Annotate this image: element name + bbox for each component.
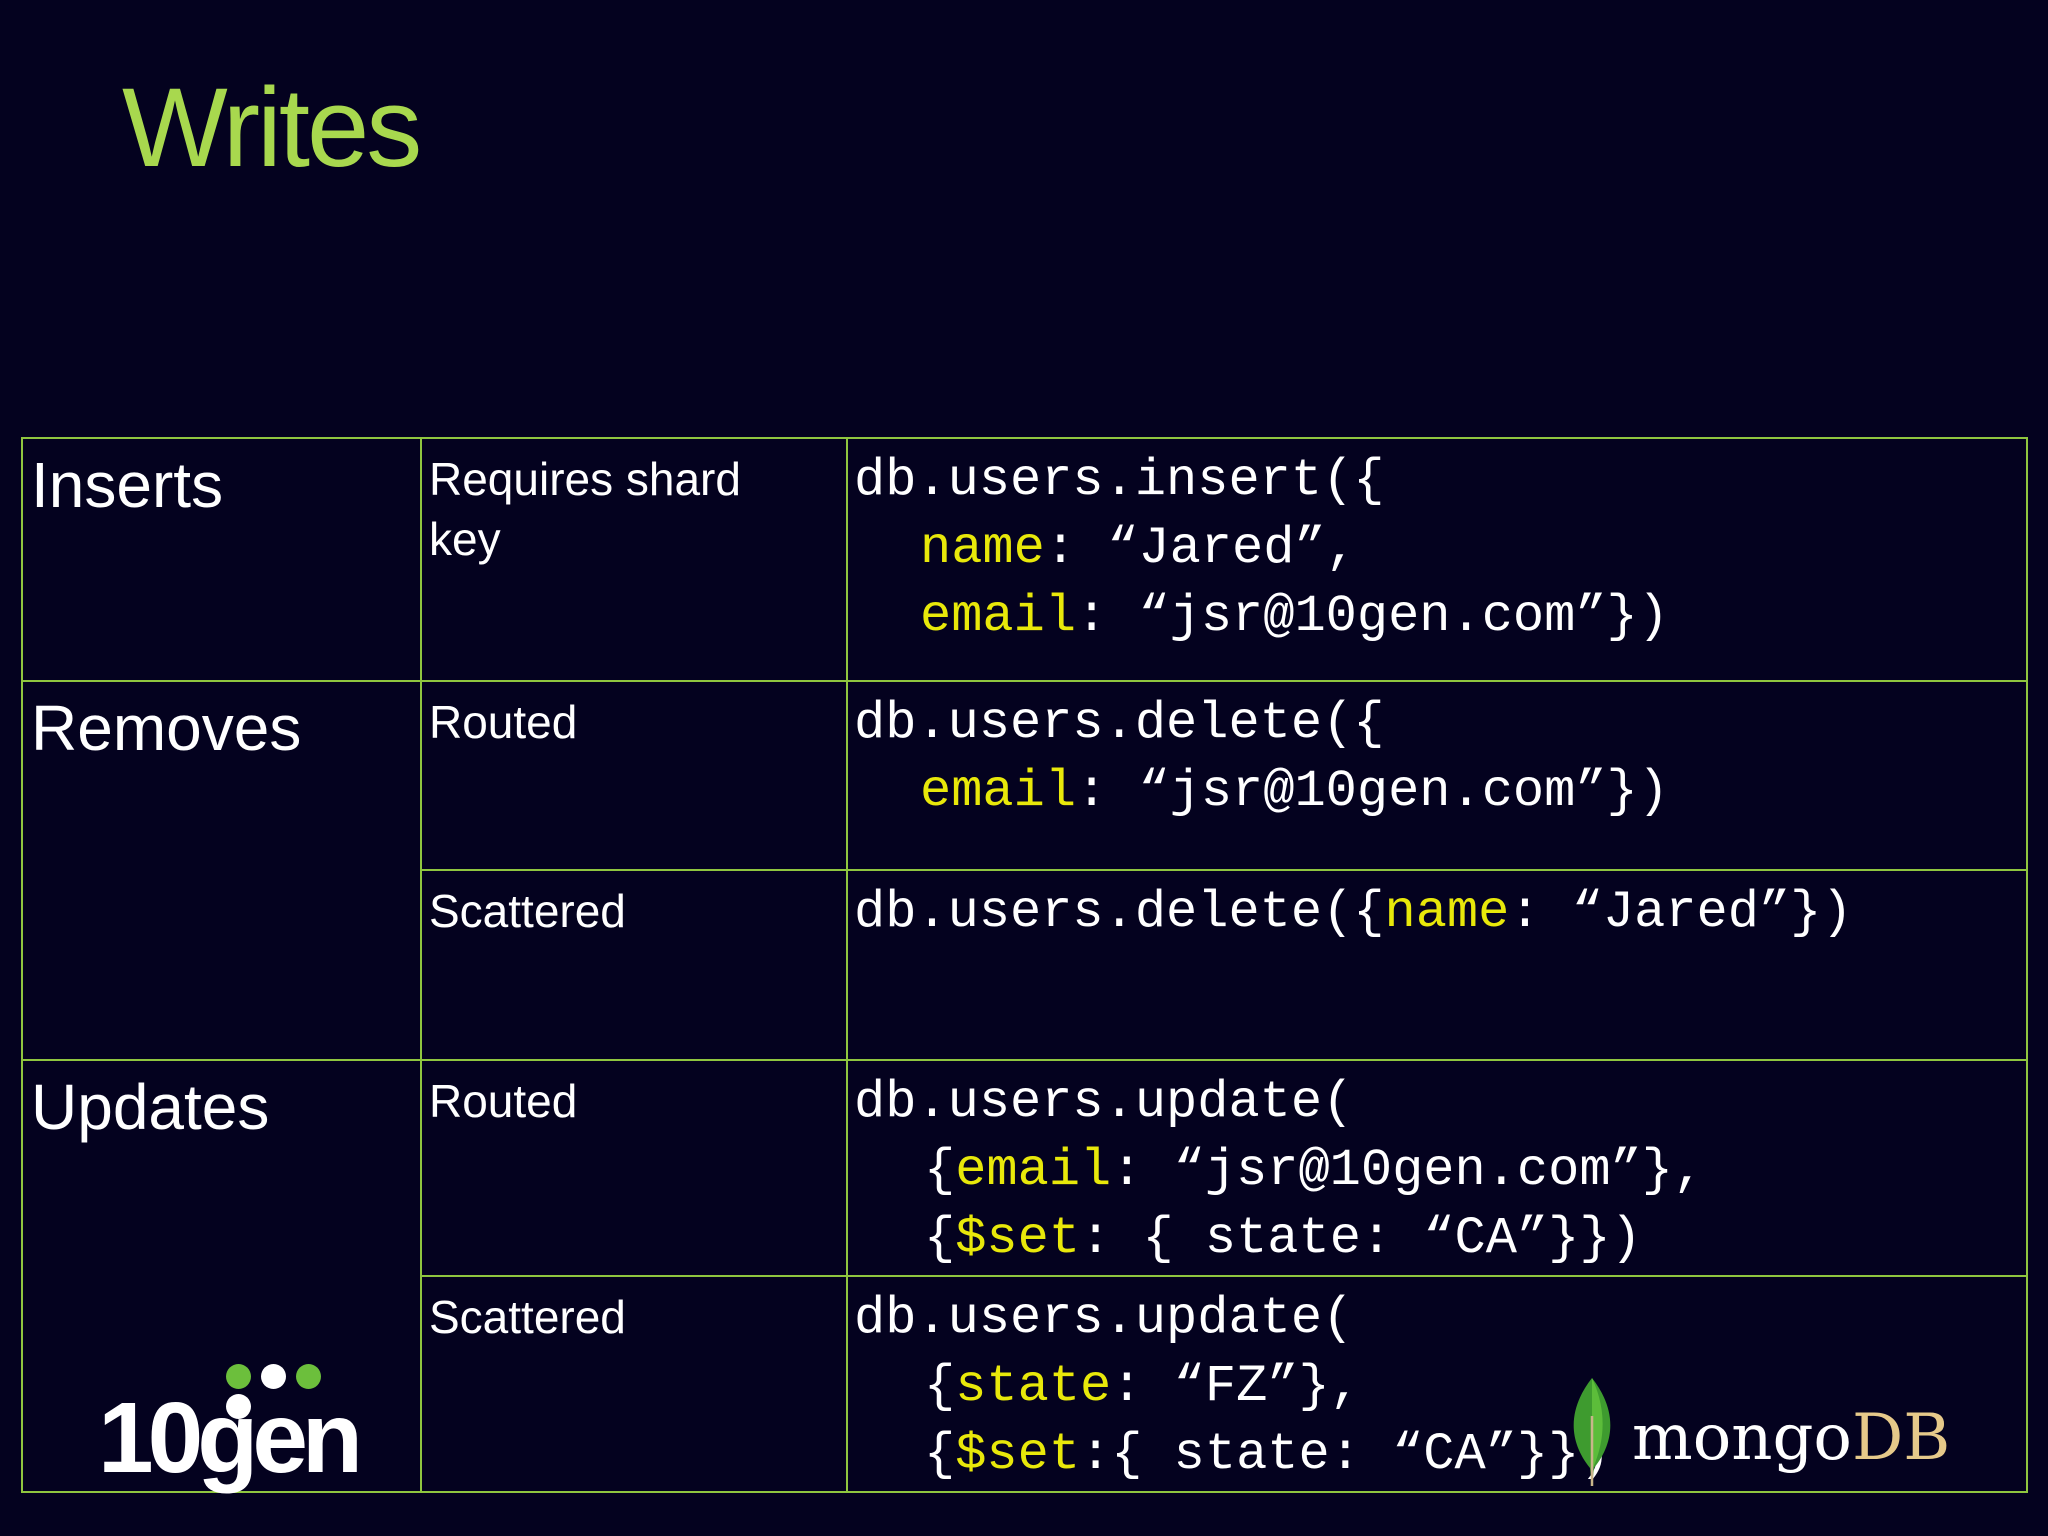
logo-dot — [226, 1364, 251, 1389]
table-row-inserts: Inserts Requires shard key db.users.inse… — [21, 437, 2028, 682]
cell-inserts-code: db.users.insert({name: “Jared”,email: “j… — [846, 437, 2028, 682]
code-line: db.users.delete({ — [854, 694, 1385, 753]
operation-label-removes: Removes — [31, 692, 302, 764]
mode-label-inserts: Requires shard key — [429, 453, 741, 565]
cell-removes-label: Removes — [21, 680, 422, 1061]
code-text: { — [924, 1209, 956, 1268]
table-row-removes-scattered: Scattered db.users.delete({name: “Jared”… — [22, 869, 2028, 1061]
code-text: : “jsr@10gen.com”}) — [1076, 762, 1669, 821]
code-key: email — [920, 762, 1077, 821]
code-key: $set — [955, 1425, 1081, 1484]
cell-updates-label: Updates — [21, 1059, 422, 1493]
code-line: {state: “FZ”}, — [854, 1353, 2026, 1421]
code-line: {email: “jsr@10gen.com”}, — [854, 1137, 2026, 1205]
logo-mongodb-wordmark: mongoDB — [1632, 1406, 1950, 1470]
code-key: state — [955, 1357, 1112, 1416]
code-updates-routed: db.users.update({email: “jsr@10gen.com”}… — [848, 1061, 2026, 1273]
table-row-updates-scattered: Scattered db.users.update({state: “FZ”},… — [22, 1275, 2028, 1493]
logo-dot — [261, 1364, 286, 1389]
code-line: name: “Jared”, — [854, 515, 2026, 583]
cell-removes-routed-code: db.users.delete({email: “jsr@10gen.com”}… — [846, 680, 2028, 871]
logo-dot — [296, 1364, 321, 1389]
logo-mongodb-accent: DB — [1851, 1401, 1951, 1475]
cell-updates-scattered-code: db.users.update({state: “FZ”},{$set:{ st… — [846, 1275, 2028, 1493]
logo-mongodb-main: mongo — [1632, 1401, 1852, 1475]
logo-dot — [226, 1394, 251, 1419]
mode-label-removes-routed: Routed — [429, 696, 578, 748]
mode-label-removes-scattered: Scattered — [429, 885, 626, 937]
code-line: email: “jsr@10gen.com”}) — [854, 758, 2026, 826]
logo-10gen-wordmark: 10gen — [98, 1382, 363, 1494]
code-line: {$set:{ state: “CA”}}) — [854, 1421, 2026, 1489]
leaf-icon — [1573, 1378, 1611, 1486]
code-text: : “FZ”}, — [1111, 1357, 1361, 1416]
code-text: :{ state: “CA”}}) — [1080, 1425, 1611, 1484]
code-text: { — [924, 1425, 956, 1484]
cell-removes-scattered-mode: Scattered — [420, 869, 848, 1061]
cell-updates-routed-code: db.users.update({email: “jsr@10gen.com”}… — [846, 1059, 2028, 1277]
code-text: : { state: “CA”}}) — [1080, 1209, 1642, 1268]
code-text: { — [924, 1141, 956, 1200]
writes-table: Inserts Requires shard key db.users.inse… — [21, 437, 2028, 1493]
slide-title: Writes — [122, 65, 422, 190]
code-line: {$set: { state: “CA”}}) — [854, 1205, 2026, 1273]
code-key: email — [955, 1141, 1112, 1200]
code-removes-scattered: db.users.delete({name: “Jared”}) — [848, 871, 2026, 947]
code-text: : “Jared”}) — [1509, 883, 1853, 942]
code-line: db.users.delete({name: “Jared”}) — [854, 879, 2026, 947]
code-removes-routed: db.users.delete({email: “jsr@10gen.com”}… — [848, 682, 2026, 826]
code-text: { — [924, 1357, 956, 1416]
code-updates-scattered: db.users.update({state: “FZ”},{$set:{ st… — [848, 1277, 2026, 1489]
code-text: : “jsr@10gen.com”}) — [1076, 587, 1669, 646]
cell-inserts-label: Inserts — [21, 437, 422, 682]
cell-inserts-mode: Requires shard key — [420, 437, 848, 682]
four-dots-icon — [226, 1364, 362, 1419]
mode-label-updates-routed: Routed — [429, 1075, 578, 1127]
code-line: email: “jsr@10gen.com”}) — [854, 583, 2026, 651]
logo-mongodb: mongoDB — [1562, 1376, 1972, 1488]
cell-removes-scattered-code: db.users.delete({name: “Jared”}) — [846, 869, 2028, 1061]
code-key: name — [1384, 883, 1510, 942]
code-text: db.users.delete({ — [854, 883, 1385, 942]
logo-10gen: 10gen — [98, 1362, 363, 1494]
code-key: $set — [955, 1209, 1081, 1268]
table-row-removes-routed: Removes Routed db.users.delete({email: “… — [21, 680, 2028, 1061]
code-key: email — [920, 587, 1077, 646]
code-line: db.users.update( — [854, 1073, 1354, 1132]
code-inserts: db.users.insert({name: “Jared”,email: “j… — [848, 439, 2026, 651]
mode-label-updates-scattered: Scattered — [429, 1291, 626, 1343]
code-text: : “Jared”, — [1044, 519, 1357, 578]
cell-removes-routed-mode: Routed — [420, 680, 848, 871]
operation-label-updates: Updates — [31, 1071, 270, 1143]
code-line: db.users.insert({ — [854, 451, 1385, 510]
operation-label-inserts: Inserts — [31, 449, 224, 521]
cell-updates-scattered-mode: Scattered — [420, 1275, 848, 1493]
code-key: name — [920, 519, 1045, 578]
code-line: db.users.update( — [854, 1289, 1354, 1348]
code-text: : “jsr@10gen.com”}, — [1111, 1141, 1705, 1200]
cell-updates-routed-mode: Routed — [420, 1059, 848, 1277]
table-row-updates-routed: Updates Routed db.users.update({email: “… — [21, 1059, 2028, 1493]
